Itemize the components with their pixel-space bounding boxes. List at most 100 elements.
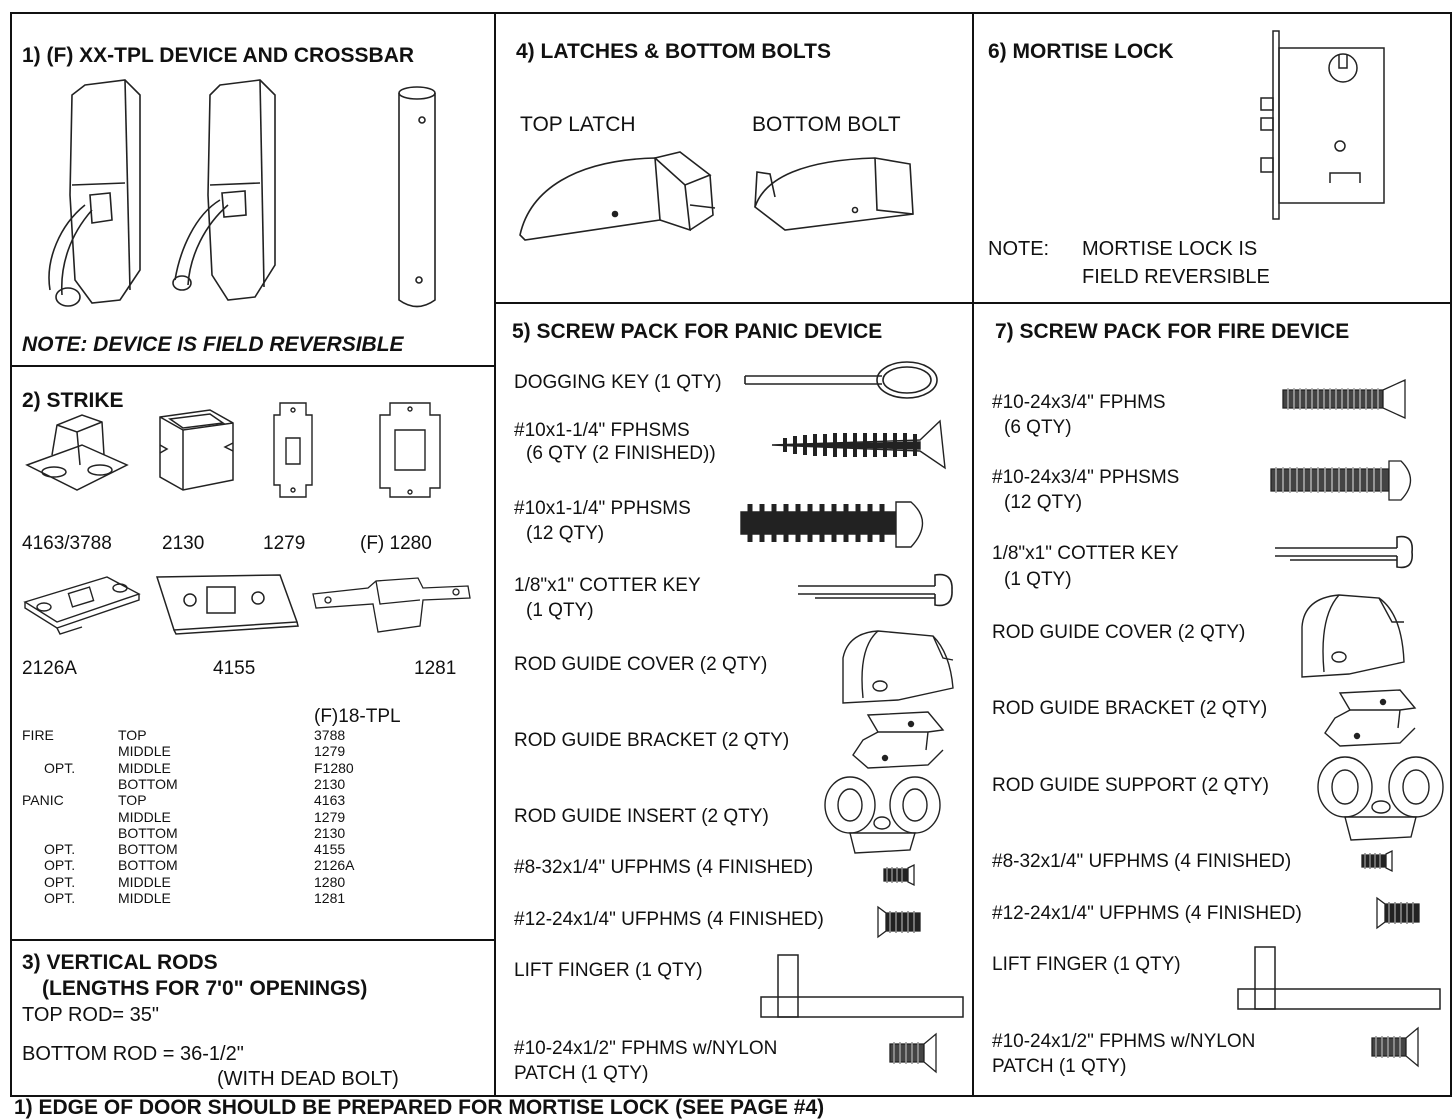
bottom-rod-length: BOTTOM ROD = 36-1/2"	[22, 1043, 244, 1065]
p5-rod-guide-insert: ROD GUIDE INSERT (2 QTY)	[514, 806, 769, 827]
top-rod-length: TOP ROD= 35"	[22, 1004, 159, 1026]
p5-pphsms: #10x1-1/4" PPHSMS	[514, 498, 691, 519]
strike-table-position: BOTTOM	[118, 841, 178, 858]
strike-table-row: PANIC TOP 4163	[22, 792, 482, 808]
fphsms-screw-icon	[770, 418, 948, 472]
p5-dogging-key: DOGGING KEY (1 QTY)	[514, 372, 722, 393]
strike-table-number: 1281	[314, 890, 346, 906]
strike-label-4163-3788: 4163/3788	[22, 533, 112, 554]
strike-label-f1280: (F) 1280	[360, 533, 432, 554]
p7-lift-finger: LIFT FINGER (1 QTY)	[992, 954, 1181, 975]
p7-cotter-key-icon	[1272, 532, 1417, 574]
mortise-note-label: NOTE:	[988, 238, 1050, 260]
bottom-bolt-label: BOTTOM BOLT	[752, 113, 901, 136]
strike-table-number: 4163	[314, 792, 346, 809]
p7-rod-guide-cover-icon	[1294, 592, 1409, 682]
strike-table-type: OPT.	[44, 857, 76, 874]
divider-p2-p3	[10, 939, 495, 941]
strike-f1280-icon	[375, 400, 445, 500]
strike-table-number: 2130	[314, 824, 346, 841]
strike-1281-icon	[308, 576, 473, 638]
p5-8-32-screw-icon	[882, 864, 916, 886]
p5-pphsms-qty: (12 QTY)	[526, 523, 605, 544]
device-right-illustration	[160, 75, 290, 310]
strike-table-position: BOTTOM	[118, 775, 178, 792]
p7-cotter-key-qty: (1 QTY)	[1004, 569, 1072, 590]
strike-table-position: BOTTOM	[118, 857, 178, 874]
p5-rod-guide-cover-icon	[838, 628, 956, 708]
p7-nylon-patch: #10-24x1/2" FPHMS w/NYLON	[992, 1031, 1256, 1052]
device-left-illustration	[30, 75, 160, 320]
p7-fphms-screw-icon	[1280, 378, 1410, 420]
p5-cotter-key-qty: (1 QTY)	[526, 600, 594, 621]
p7-rod-guide-support-icon	[1313, 755, 1448, 845]
strike-table-number: 2126A	[314, 857, 355, 874]
p7-8-32-screw: #8-32x1/4" UFPHMS (4 FINISHED)	[992, 851, 1292, 872]
bottom-bolt-illustration	[745, 152, 920, 232]
divider-right-row	[494, 302, 1452, 304]
mortise-note-line2: FIELD REVERSIBLE	[1082, 266, 1270, 288]
panel5-title: 5) SCREW PACK FOR PANIC DEVICE	[512, 320, 883, 343]
p7-pphsms: #10-24x3/4" PPHSMS	[992, 467, 1180, 488]
strike-table-position: MIDDLE	[118, 890, 171, 906]
p7-pphsms-screw-icon	[1268, 455, 1423, 505]
footer-note: 1) EDGE OF DOOR SHOULD BE PREPARED FOR M…	[14, 1096, 825, 1119]
strike-table-header: (F)18-TPL	[314, 706, 401, 727]
p5-12-24-screw: #12-24x1/4" UFPHMS (4 FINISHED)	[514, 909, 824, 930]
strike-label-4155: 4155	[213, 658, 256, 679]
strike-table-position: TOP	[118, 727, 147, 743]
p5-nylon-patch: #10-24x1/2" FPHMS w/NYLON	[514, 1038, 778, 1059]
panel2-title: 2) STRIKE	[22, 389, 124, 412]
strike-table-number: 1279	[314, 743, 346, 760]
strike-table-position: MIDDLE	[118, 808, 171, 825]
p5-lift-finger: LIFT FINGER (1 QTY)	[514, 960, 703, 981]
p7-lift-finger-icon	[1235, 944, 1445, 1012]
strike-label-2130: 2130	[162, 533, 205, 554]
strike-table-type: OPT.	[44, 759, 76, 776]
strike-table-type: OPT.	[44, 841, 76, 858]
strike-2130-icon	[155, 405, 240, 495]
mortise-lock-illustration	[1255, 28, 1390, 223]
dead-bolt-note: (WITH DEAD BOLT)	[217, 1068, 399, 1090]
panel3-subtitle: (LENGTHS FOR 7'0" OPENINGS)	[42, 977, 368, 1000]
strike-4155-icon	[152, 572, 300, 634]
strike-2126a-icon	[22, 572, 142, 637]
strike-table-number: F1280	[314, 759, 354, 776]
strike-table-type: PANIC	[22, 792, 64, 809]
mortise-note-line1: MORTISE LOCK IS	[1082, 238, 1258, 260]
strike-table-position: TOP	[118, 792, 147, 809]
strike-table-row: MIDDLE 1279	[22, 809, 482, 825]
strike-1279-icon	[268, 400, 318, 500]
p5-rod-guide-insert-icon	[820, 775, 945, 855]
panel6-title: 6) MORTISE LOCK	[988, 40, 1174, 63]
dogging-key-icon	[742, 360, 942, 402]
sheet-frame	[10, 12, 1452, 1097]
p7-nylon-patch-screw-icon	[1370, 1026, 1422, 1068]
strike-table-row: OPT. BOTTOM 2126A	[22, 857, 482, 873]
divider-col2	[972, 12, 974, 1097]
strike-table-type: FIRE	[22, 727, 54, 743]
panel1-note: NOTE: DEVICE IS FIELD REVERSIBLE	[22, 333, 404, 356]
p7-pphsms-qty: (12 QTY)	[1004, 492, 1083, 513]
p5-nylon-patch-screw-icon	[888, 1032, 940, 1074]
p7-8-32-screw-icon	[1360, 850, 1394, 872]
p5-8-32-screw: #8-32x1/4" UFPHMS (4 FINISHED)	[514, 857, 814, 878]
strike-label-1279: 1279	[263, 533, 306, 554]
p7-rod-guide-bracket: ROD GUIDE BRACKET (2 QTY)	[992, 698, 1268, 719]
p5-nylon-patch-qty: PATCH (1 QTY)	[514, 1063, 649, 1084]
strike-table-type: OPT.	[44, 873, 76, 890]
p5-lift-finger-icon	[758, 952, 968, 1020]
strike-table-number: 1280	[314, 873, 346, 890]
strike-table-type: OPT.	[44, 890, 76, 906]
strike-table-row: OPT. MIDDLE 1281	[22, 890, 482, 906]
p5-fphsms: #10x1-1/4" FPHSMS	[514, 420, 690, 441]
strike-table-position: MIDDLE	[118, 759, 171, 776]
divider-p1-p2	[10, 365, 495, 367]
strike-table-number: 1279	[314, 808, 346, 825]
strike-4163-3788-icon	[22, 410, 132, 495]
